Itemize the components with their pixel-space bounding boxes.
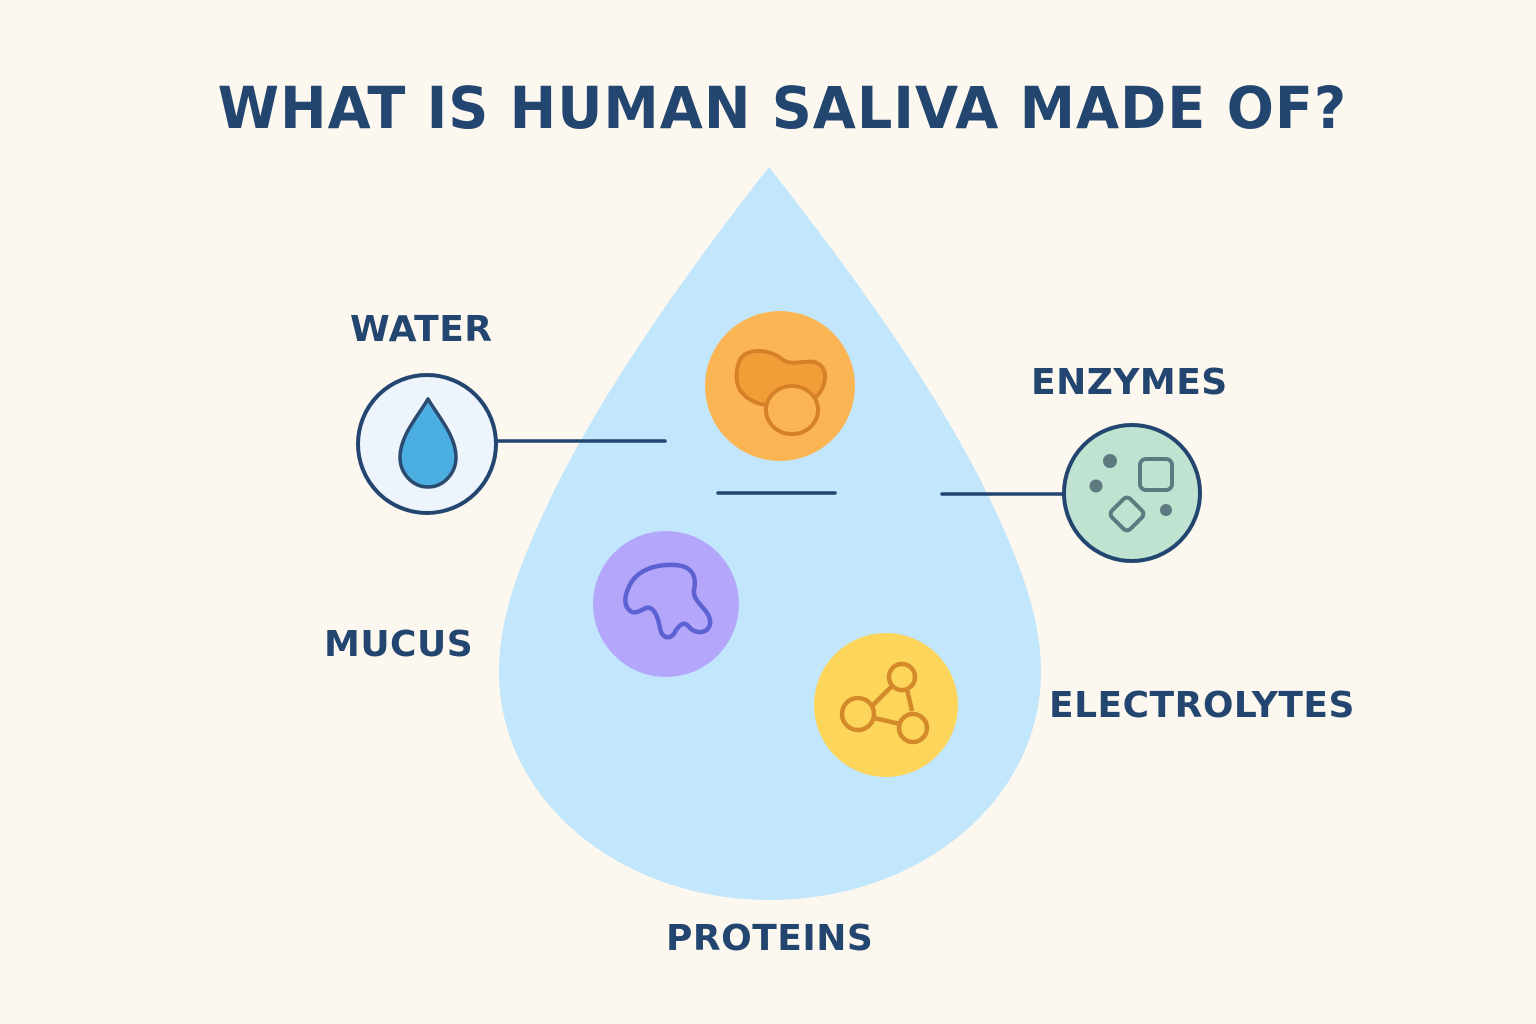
water-label: WATER bbox=[350, 309, 493, 350]
enzyme-particles-icon bbox=[1062, 423, 1202, 563]
protein-blob-icon bbox=[705, 311, 855, 461]
mucus-blob-icon bbox=[593, 531, 739, 677]
water-drop-icon bbox=[356, 373, 498, 515]
page-title: WHAT IS HUMAN SALIVA MADE OF? bbox=[217, 74, 1348, 142]
enzymes-label: ENZYMES bbox=[1031, 362, 1228, 403]
mucus-label: MUCUS bbox=[324, 624, 474, 665]
electrolytes-label: ELECTROLYTES bbox=[1049, 685, 1355, 726]
proteins-label: PROTEINS bbox=[666, 918, 874, 959]
molecule-icon bbox=[814, 633, 958, 777]
saliva-drop-shape bbox=[499, 167, 1041, 900]
